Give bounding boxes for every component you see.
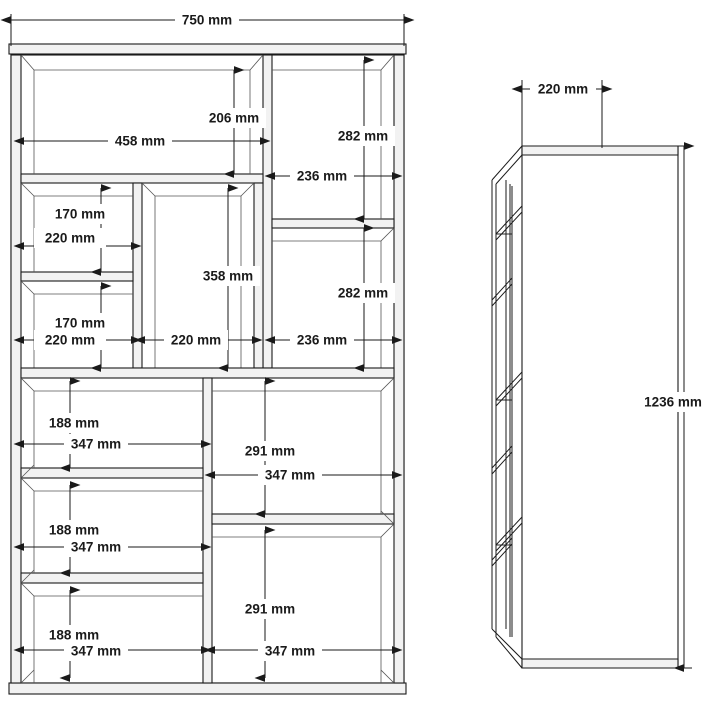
label-lower-cubby-width: 220 mm — [45, 333, 95, 348]
side-bottom-bevel-2 — [495, 636, 523, 669]
cubby-vertical-divider-left — [132, 182, 143, 369]
persp-cubby1-a — [20, 182, 35, 197]
side-top-bevel-2 — [495, 154, 523, 185]
label-center-bay-width: 220 mm — [171, 333, 221, 348]
label-side-height: 1236 mm — [644, 395, 702, 410]
label-upper-cubby-height: 170 mm — [55, 207, 105, 222]
base-panel — [8, 682, 407, 695]
side-shelf-edge-6a — [491, 537, 513, 561]
shelf-between-left-cubbies — [20, 271, 134, 282]
persp-lr1-a — [380, 377, 395, 392]
label-mid-right-bay-width: 236 mm — [297, 333, 347, 348]
label-lower-right-height-1: 291 mm — [245, 444, 295, 459]
persp-ll1-a — [20, 377, 35, 392]
label-side-depth: 220 mm — [538, 82, 588, 97]
persp-cubby2-a — [20, 280, 35, 295]
persp-ll3-a — [20, 582, 35, 597]
left-side-panel — [10, 54, 22, 684]
lower-right-shelf — [211, 513, 395, 525]
label-mid-right-bay-height: 282 mm — [338, 286, 388, 301]
side-shelf-edge-1a — [495, 205, 523, 235]
side-shelf-edge-3a — [495, 371, 523, 401]
side-shelf-edge-4a — [491, 445, 513, 469]
label-lower-right-height-2: 291 mm — [245, 602, 295, 617]
persp-lr1-d — [380, 510, 395, 525]
label-center-bay-height: 358 mm — [203, 269, 253, 284]
shelf-under-top-left-bay — [20, 173, 264, 184]
label-overall-width: 750 mm — [182, 13, 232, 28]
top-cap-panel — [8, 43, 407, 55]
dimension-text-labels: 750 mm 458 mm 206 mm 282 mm 236 mm 282 m… — [34, 10, 712, 661]
side-shelf-edge-2a — [491, 277, 513, 301]
label-top-left-bay-height: 206 mm — [209, 111, 259, 126]
persp-ll1-d — [20, 464, 35, 479]
label-top-left-bay-width: 458 mm — [115, 134, 165, 149]
persp-center-b — [240, 182, 255, 197]
side-shelf-edge-4b — [491, 451, 513, 475]
top-vertical-divider — [262, 54, 273, 369]
label-lower-cubby-height: 170 mm — [55, 316, 105, 331]
label-top-right-bay-width: 236 mm — [297, 169, 347, 184]
side-shelf-edge-2b — [491, 283, 513, 307]
lower-left-shelf-2 — [20, 572, 204, 584]
persp-center-a — [141, 182, 156, 197]
lower-left-shelf-1 — [20, 467, 204, 479]
label-lower-left-height-3: 188 mm — [49, 628, 99, 643]
label-lower-left-width-1: 347 mm — [71, 437, 121, 452]
lower-vertical-divider — [202, 377, 213, 684]
label-lower-right-width-1: 347 mm — [265, 468, 315, 483]
side-top-bevel-1 — [491, 145, 523, 181]
persp-tr-a — [380, 54, 395, 71]
persp-lr2-a — [380, 523, 395, 538]
side-view-geometry — [491, 145, 679, 669]
side-shelf-edge-1b — [495, 211, 523, 241]
label-top-right-bay-height: 282 mm — [338, 129, 388, 144]
persp-ll2-a — [20, 477, 35, 492]
side-top-board — [521, 145, 679, 156]
label-lower-right-width-2: 347 mm — [265, 644, 315, 659]
label-lower-left-height-1: 188 mm — [49, 416, 99, 431]
side-shelf-edge-5b — [495, 522, 523, 552]
persp-line-tl-1 — [20, 54, 35, 71]
persp-mr-a — [380, 227, 395, 242]
label-lower-left-width-2: 347 mm — [71, 540, 121, 555]
right-side-panel — [393, 54, 405, 684]
side-shelf-edge-5a — [495, 516, 523, 546]
main-mid-divider — [20, 367, 395, 379]
label-lower-left-width-3: 347 mm — [71, 644, 121, 659]
side-bottom-board — [521, 658, 679, 669]
label-lower-left-height-2: 188 mm — [49, 523, 99, 538]
persp-lr2-d — [380, 669, 395, 684]
label-upper-cubby-width: 220 mm — [45, 231, 95, 246]
side-shelf-edge-6b — [491, 543, 513, 567]
persp-ll2-d — [20, 569, 35, 584]
persp-ll3-d — [20, 669, 35, 684]
shelf-between-right-bays — [271, 218, 395, 229]
side-shelf-edge-3b — [495, 377, 523, 407]
side-bottom-bevel-1 — [491, 628, 523, 660]
persp-line-tl-2 — [249, 54, 264, 71]
